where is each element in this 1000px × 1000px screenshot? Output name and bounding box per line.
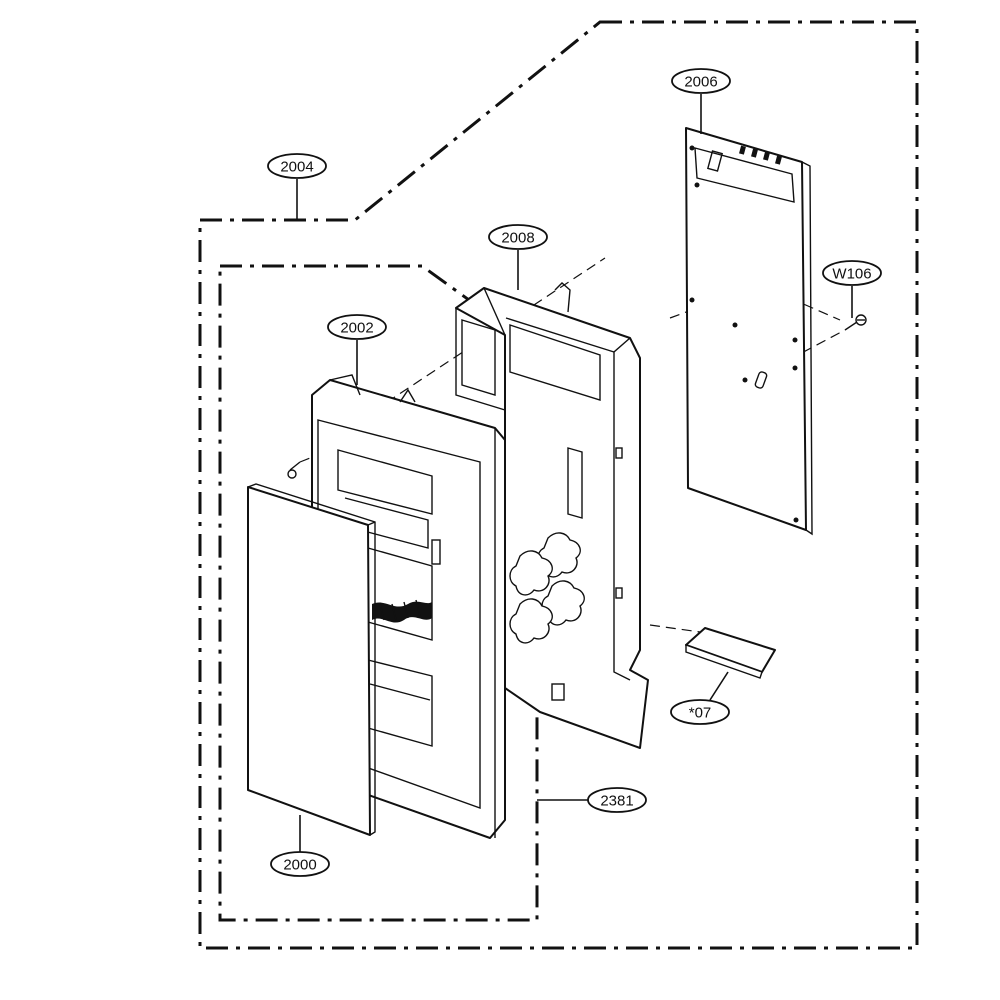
callout-07: *07 [670, 699, 730, 725]
connector-pins [739, 145, 782, 165]
callout-label: 2006 [684, 74, 717, 91]
callout-oval [671, 68, 731, 94]
callout-2381: 2381 [587, 787, 647, 813]
callout-2002: 2002 [327, 314, 387, 340]
pcb-board-2006 [685, 127, 813, 536]
callout-2008: 2008 [488, 224, 548, 250]
front-cover-2000 [247, 483, 376, 836]
control-frame-2008 [455, 282, 649, 749]
callout-oval [327, 314, 387, 340]
callout-labels: 2004 2006 2008 2002 W106 *07 2381 2000 [267, 68, 882, 877]
callout-oval [822, 260, 882, 286]
callout-2006: 2006 [671, 68, 731, 94]
callout-2004: 2004 [267, 153, 327, 179]
callout-W106: W106 [822, 260, 882, 286]
callout-oval [267, 153, 327, 179]
screw-w106 [844, 314, 867, 331]
callout-oval [488, 224, 548, 250]
callout-label: 2008 [501, 230, 534, 247]
callout-2000: 2000 [270, 851, 330, 877]
leader-lines [296, 94, 853, 852]
callout-label: 2381 [600, 793, 633, 810]
callout-label: *07 [689, 705, 712, 722]
screw-2002 [287, 461, 301, 479]
callout-oval [670, 699, 730, 725]
callout-label: W106 [832, 266, 871, 283]
callout-oval [587, 787, 647, 813]
callout-oval [270, 851, 330, 877]
callout-label: 2002 [340, 320, 373, 337]
callout-label: 2000 [283, 857, 316, 874]
insert-part-07 [685, 627, 776, 679]
callout-label: 2004 [280, 159, 313, 176]
